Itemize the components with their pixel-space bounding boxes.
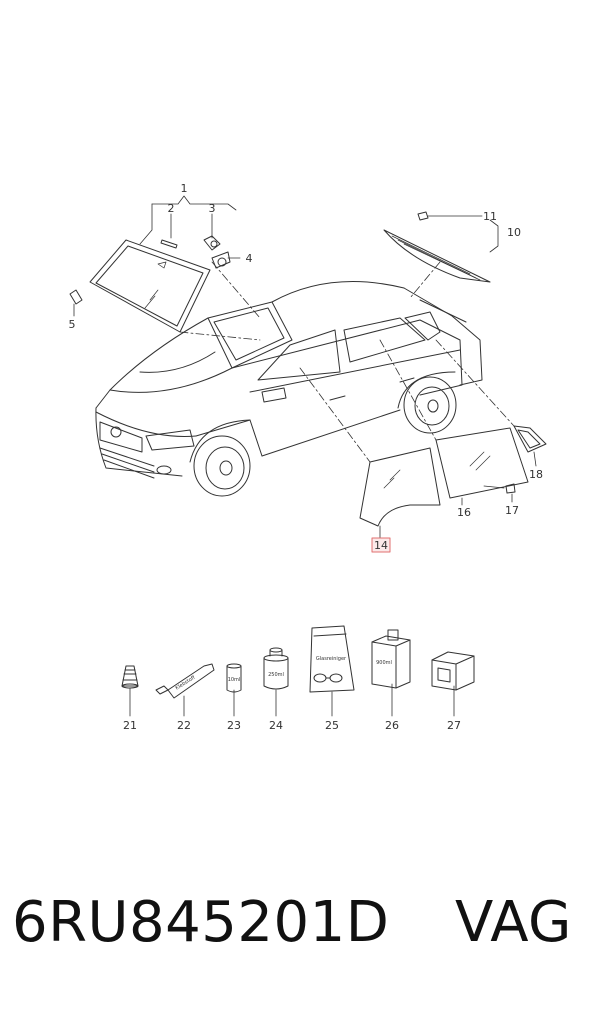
callout-24: 24: [269, 719, 283, 732]
callout-3: 3: [209, 202, 216, 215]
callout-17: 17: [505, 504, 519, 517]
highlight-box-14: [371, 537, 391, 553]
callout-2: 2: [168, 202, 175, 215]
accessory-25-bag: [309, 625, 355, 693]
accessory-22-tube: [155, 663, 215, 699]
brand-caption: VAG: [455, 890, 572, 955]
accessory-24-can: [263, 647, 289, 690]
callout-1: 1: [181, 182, 188, 195]
accessory-23-can: [226, 663, 242, 693]
front-door-glass: [359, 447, 441, 527]
callout-labels: 1 2 3 4 5 10 11 14 16 17 18 21 22 23 24 …: [69, 182, 544, 732]
car-body: [95, 281, 483, 497]
callout-11: 11: [483, 210, 497, 223]
callout-16: 16: [457, 506, 471, 519]
callout-21: 21: [123, 719, 137, 732]
callout-10: 10: [507, 226, 521, 239]
callout-26: 26: [385, 719, 399, 732]
part-number-caption: 6RU845201D: [12, 890, 390, 955]
accessory-27-cube: [431, 651, 475, 691]
callout-27: 27: [447, 719, 461, 732]
accessory-26-box: [371, 629, 411, 689]
product-labels: Klebstoff 10ml 250ml Glasreiniger 900ml: [175, 656, 392, 692]
callout-25: 25: [325, 719, 339, 732]
callout-23: 23: [227, 719, 241, 732]
bag-label: Glasreiniger: [316, 656, 347, 662]
windshield-glass: [89, 239, 211, 333]
quarter-glass: [513, 425, 547, 453]
callout-22: 22: [177, 719, 191, 732]
leader-lines: [73, 195, 537, 717]
can-medium-label: 250ml: [268, 672, 284, 678]
callout-18: 18: [529, 468, 543, 481]
can-small-label: 10ml: [228, 677, 241, 683]
box-label: 900ml: [376, 660, 392, 666]
callout-14: 14: [374, 539, 388, 552]
accessory-21-cone: [121, 665, 139, 689]
rear-door-glass: [435, 427, 529, 499]
callout-4: 4: [246, 252, 253, 265]
callout-5: 5: [69, 318, 76, 331]
rear-window-glass: [383, 229, 491, 283]
